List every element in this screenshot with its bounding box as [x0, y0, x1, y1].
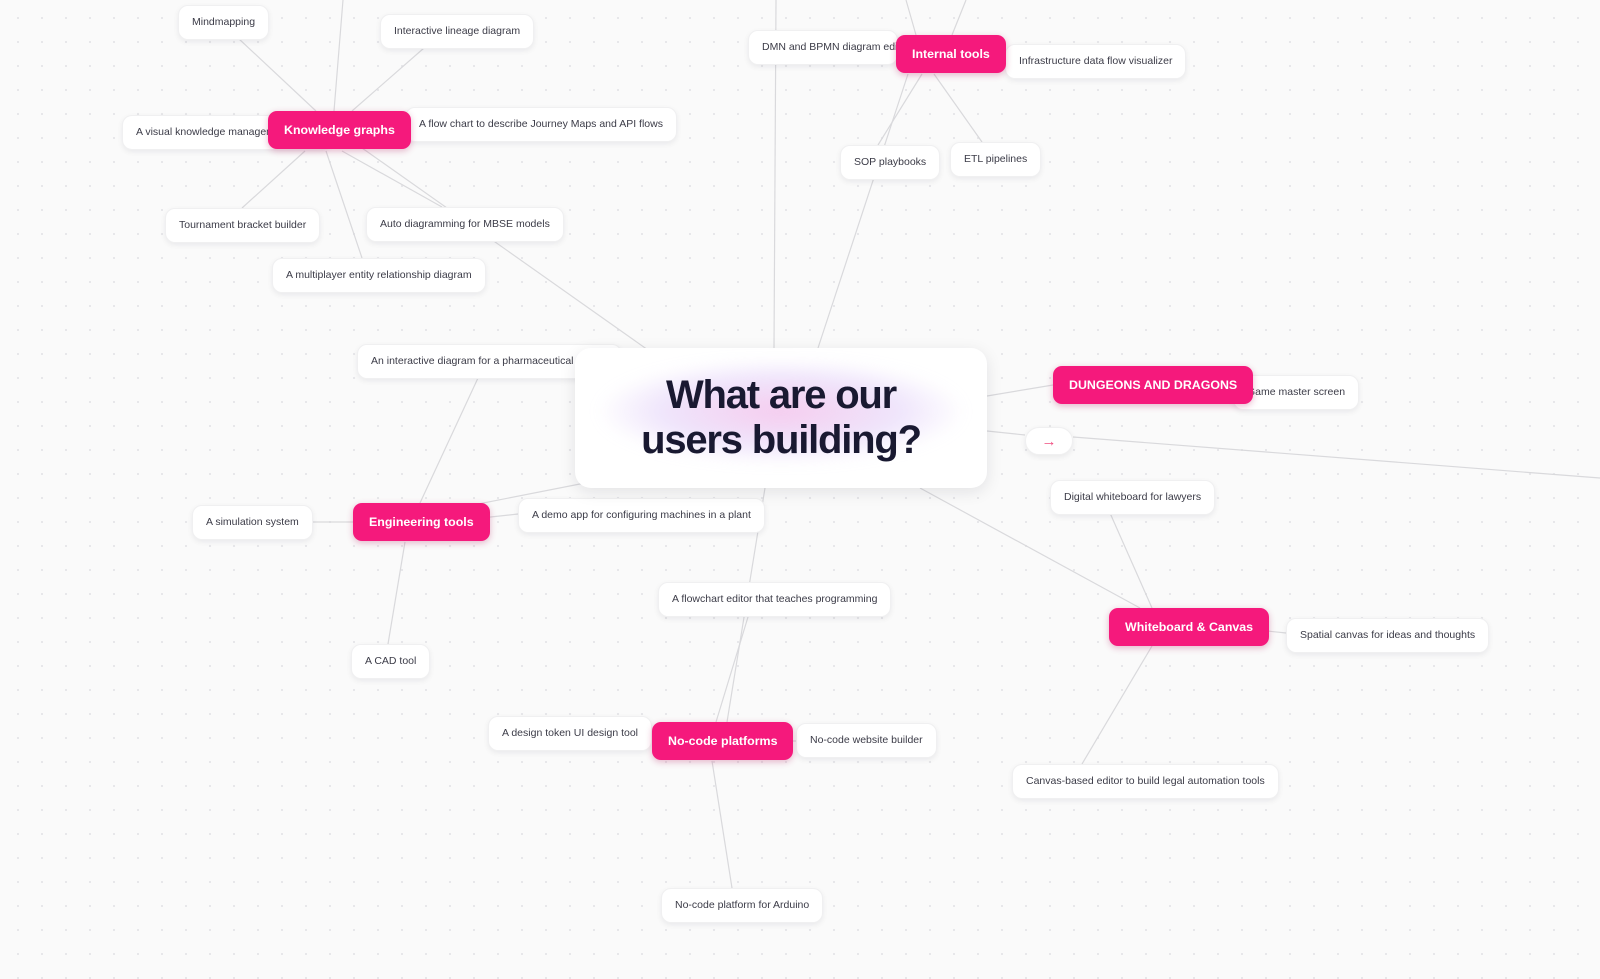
leaf-node-infra-visualizer[interactable]: Infrastructure data flow visualizer	[1005, 44, 1187, 79]
leaf-node-interactive-lineage[interactable]: Interactive lineage diagram	[380, 14, 535, 49]
edge-line	[325, 150, 363, 259]
leaf-node-flowchart-editor[interactable]: A flowchart editor that teaches programm…	[658, 582, 892, 617]
page-title-line-2: users building?	[641, 418, 922, 462]
edge-line	[1109, 512, 1153, 609]
leaf-node-design-token[interactable]: A design token UI design tool	[488, 716, 653, 751]
edge-line	[333, 0, 344, 112]
edge-line	[387, 541, 406, 645]
page-title: What are our users building?	[641, 373, 922, 463]
category-node-engineering-tools[interactable]: Engineering tools	[353, 503, 490, 542]
leaf-node-tournament-bracket[interactable]: Tournament bracket builder	[165, 208, 321, 243]
edge-line	[933, 73, 983, 143]
leaf-node-sop-playbooks[interactable]: SOP playbooks	[840, 145, 941, 180]
leaf-node-game-master[interactable]: Game master screen	[1233, 375, 1360, 410]
leaf-node-canvas-legal[interactable]: Canvas-based editor to build legal autom…	[1012, 764, 1279, 799]
leaf-node-simulation-system[interactable]: A simulation system	[192, 505, 313, 540]
central-topic-node[interactable]: What are our users building?	[575, 348, 987, 488]
edge-line	[817, 73, 909, 349]
leaf-node-arduino[interactable]: No-code platform for Arduino	[661, 888, 824, 923]
edge-line	[715, 616, 749, 723]
edge-line	[919, 487, 1141, 609]
leaf-node-auto-diagramming[interactable]: Auto diagramming for MBSE models	[366, 207, 564, 242]
edge-line	[341, 150, 443, 208]
category-node-dungeons-and-dragons[interactable]: DUNGEONS AND DRAGONS	[1053, 366, 1254, 405]
edge-line	[877, 73, 923, 146]
category-node-no-code-platforms[interactable]: No-code platforms	[652, 722, 794, 761]
leaf-node-website-builder[interactable]: No-code website builder	[796, 723, 937, 758]
category-node-whiteboard-canvas[interactable]: Whiteboard & Canvas	[1109, 608, 1270, 647]
edge-line	[237, 37, 317, 112]
leaf-node-multiplayer-er[interactable]: A multiplayer entity relationship diagra…	[272, 258, 486, 293]
leaf-node-digital-whiteboard[interactable]: Digital whiteboard for lawyers	[1050, 480, 1216, 515]
edge-line	[351, 47, 425, 112]
leaf-node-mindmapping[interactable]: Mindmapping	[178, 5, 270, 40]
leaf-node-flow-chart-journey[interactable]: A flow chart to describe Journey Maps an…	[405, 107, 677, 142]
category-node-knowledge-graphs[interactable]: Knowledge graphs	[268, 111, 411, 150]
edge-line	[951, 0, 967, 36]
leaf-node-demo-app[interactable]: A demo app for configuring machines in a…	[518, 498, 765, 533]
page-title-line-1: What are our	[665, 373, 897, 418]
edge-line	[986, 430, 1026, 436]
edge-line	[986, 384, 1054, 397]
leaf-node-spatial-canvas[interactable]: Spatial canvas for ideas and thoughts	[1286, 618, 1490, 653]
edge-line	[241, 150, 306, 209]
edge-line	[1072, 436, 1600, 479]
edge-line	[1081, 645, 1153, 765]
leaf-node-dmn-bpmn[interactable]: DMN and BPMN diagram edit	[748, 30, 898, 65]
title-glow	[599, 362, 963, 474]
edge-line	[905, 0, 917, 36]
edge-line	[361, 147, 649, 351]
arrow-icon: →	[1041, 432, 1057, 450]
arrow-node[interactable]: →	[1025, 427, 1073, 455]
leaf-node-etl-pipelines[interactable]: ETL pipelines	[950, 142, 1042, 177]
category-node-internal-tools[interactable]: Internal tools	[896, 35, 1006, 74]
leaf-node-cad-tool[interactable]: A CAD tool	[351, 644, 431, 679]
edge-line	[711, 760, 733, 889]
edge-line	[419, 377, 479, 504]
